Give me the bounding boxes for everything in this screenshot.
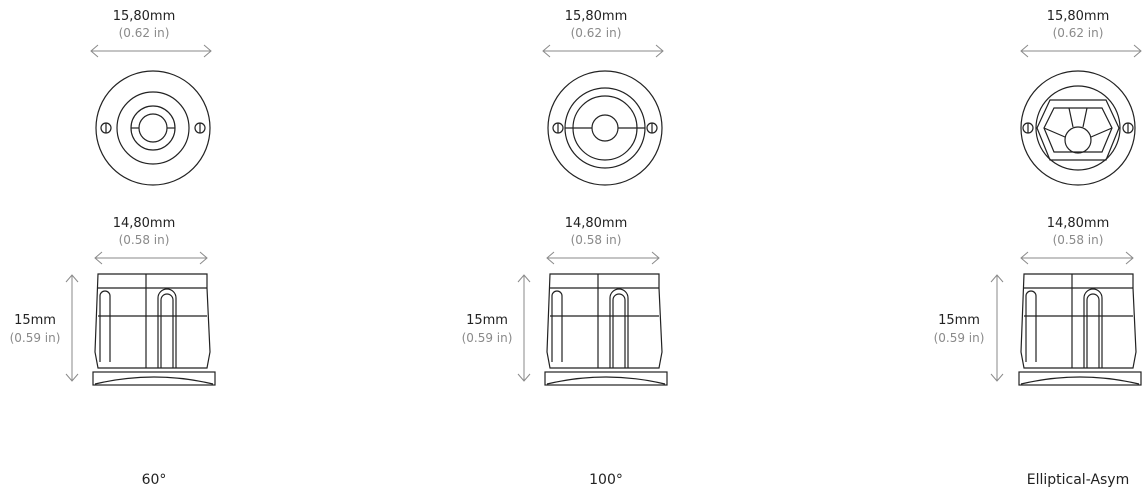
variant-elliptical-asym: 15,80mm (0.62 in) [924, 0, 1148, 495]
beam-angle-label: 60° [141, 472, 167, 488]
beam-angle-label: Elliptical-Asym [1026, 472, 1130, 488]
front-width-in-label: (0.62 in) [118, 26, 170, 40]
height-in-label: (0.59 in) [933, 331, 985, 345]
side-width-mm-label: 14,80mm [112, 216, 176, 231]
side-width-dimension-arrow [546, 251, 660, 265]
front-width-dimension-arrow [542, 44, 664, 58]
height-dimension-arrow [990, 274, 1004, 382]
side-width-dimension-arrow [94, 251, 208, 265]
front-width-in-label: (0.62 in) [1052, 26, 1104, 40]
side-view-body [92, 273, 216, 386]
side-view-body [544, 273, 668, 386]
height-dimension-arrow [517, 274, 531, 382]
height-mm-label: 15mm [466, 313, 508, 328]
side-width-in-label: (0.58 in) [1052, 233, 1104, 247]
front-width-mm-label: 15,80mm [1046, 9, 1110, 24]
height-in-label: (0.59 in) [9, 331, 61, 345]
height-dimension-arrow [65, 274, 79, 382]
height-mm-label: 15mm [938, 313, 980, 328]
height-in-label: (0.59 in) [461, 331, 513, 345]
front-width-mm-label: 15,80mm [564, 9, 628, 24]
front-width-in-label: (0.62 in) [570, 26, 622, 40]
front-width-mm-label: 15,80mm [112, 9, 176, 24]
front-width-dimension-arrow [1020, 44, 1142, 58]
front-view-drawing [65, 44, 216, 386]
side-width-mm-label: 14,80mm [564, 216, 628, 231]
faceted-asymmetric-lens-icon [1020, 70, 1136, 186]
side-view-body [1018, 273, 1142, 386]
beam-angle-label: 100° [589, 472, 623, 488]
side-width-in-label: (0.58 in) [118, 233, 170, 247]
round-lens-icon [95, 70, 211, 186]
round-lens-icon [547, 70, 663, 186]
variant-100: 15,80mm (0.62 in) [452, 0, 682, 495]
side-width-dimension-arrow [1020, 251, 1134, 265]
front-view-drawing [517, 44, 668, 386]
side-width-in-label: (0.58 in) [570, 233, 622, 247]
front-view-drawing [990, 44, 1142, 386]
height-mm-label: 15mm [14, 313, 56, 328]
side-width-mm-label: 14,80mm [1046, 216, 1110, 231]
front-width-dimension-arrow [90, 44, 212, 58]
variant-60: 15,80mm (0.62 in) [0, 0, 230, 495]
